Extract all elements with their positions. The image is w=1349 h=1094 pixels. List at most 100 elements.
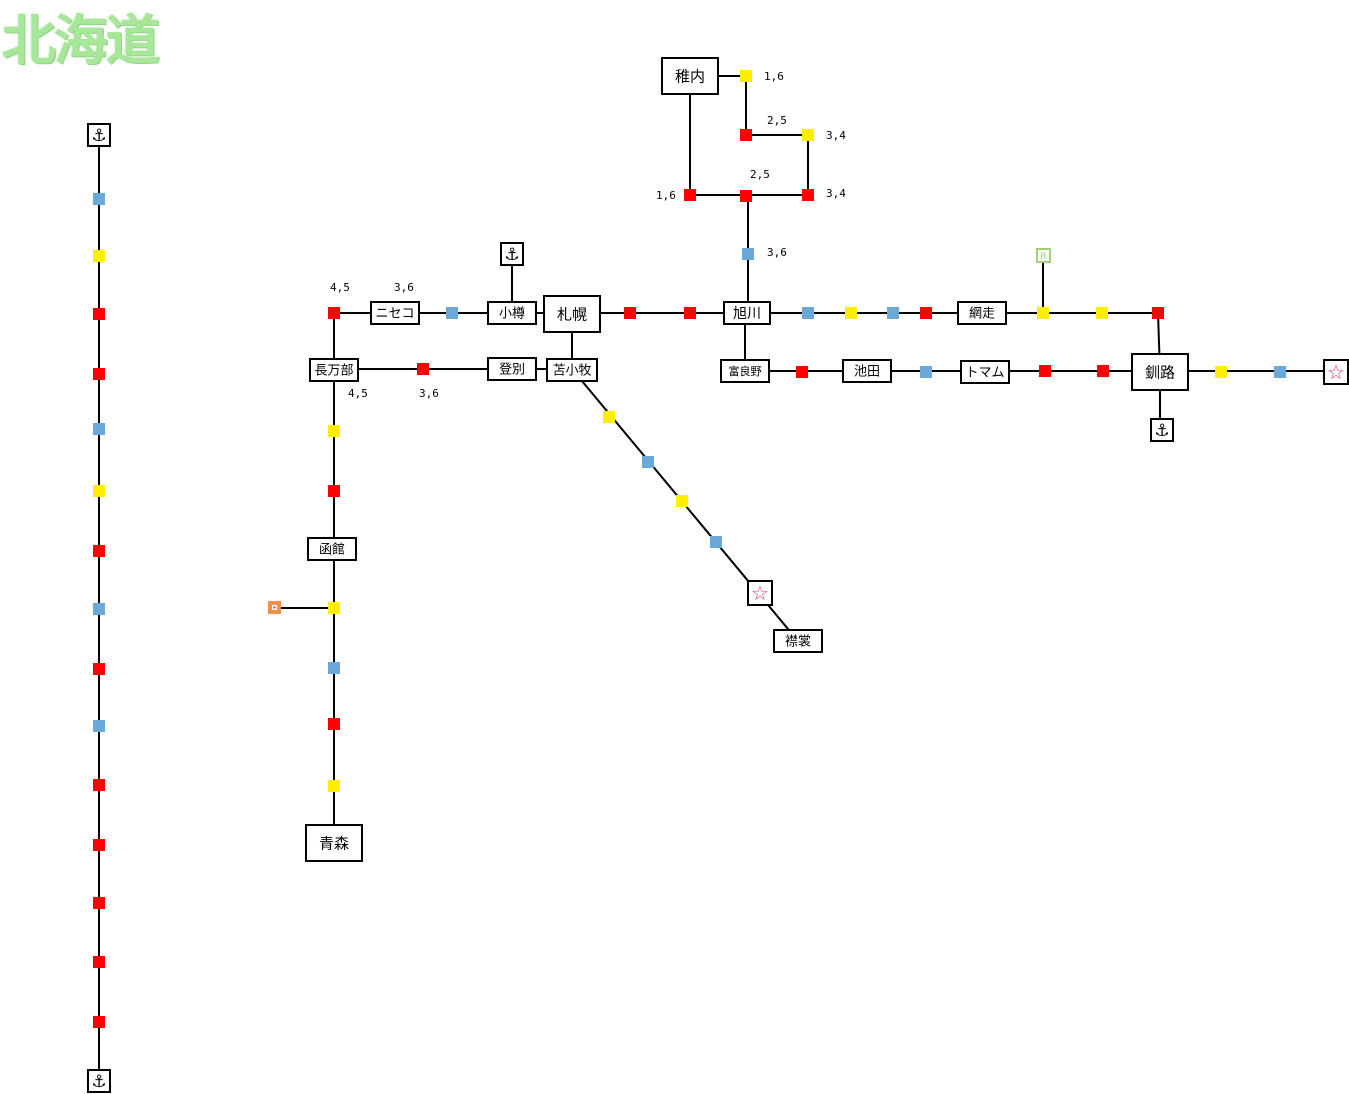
svg-text:☆: ☆ xyxy=(1327,360,1345,384)
station-sapporo[interactable]: 札幌 xyxy=(543,295,601,333)
dice-label: 1,6 xyxy=(656,189,676,202)
red-space[interactable] xyxy=(93,663,105,675)
red-space[interactable] xyxy=(1152,307,1164,319)
blue-space[interactable] xyxy=(710,536,722,548)
star-icon[interactable]: ☆ xyxy=(1323,359,1349,385)
blue-space[interactable] xyxy=(446,307,458,319)
station-hakodate[interactable]: 函館 xyxy=(307,537,357,561)
yellow-space[interactable] xyxy=(328,602,340,614)
r-marker-icon[interactable]: R xyxy=(1036,248,1051,263)
station-label: 長万部 xyxy=(314,364,353,379)
station-asahikawa[interactable]: 旭川 xyxy=(723,301,771,325)
red-space[interactable] xyxy=(740,129,752,141)
station-ikeda[interactable]: 池田 xyxy=(842,359,892,383)
station-kushiro[interactable]: 釧路 xyxy=(1131,353,1189,391)
station-niseko[interactable]: ニセコ xyxy=(370,301,420,325)
anchor-icon[interactable]: ⚓ xyxy=(87,123,111,147)
dice-label: 3,4 xyxy=(826,129,846,142)
yellow-space[interactable] xyxy=(802,129,814,141)
blue-space[interactable] xyxy=(93,193,105,205)
dice-label: 4,5 xyxy=(348,387,368,400)
blue-space[interactable] xyxy=(887,307,899,319)
blue-space[interactable] xyxy=(93,603,105,615)
station-label: 旭川 xyxy=(733,306,761,322)
svg-text:☆: ☆ xyxy=(751,581,769,605)
station-label: 青森 xyxy=(319,834,349,852)
blue-space[interactable] xyxy=(920,366,932,378)
red-space[interactable] xyxy=(93,839,105,851)
station-aomori[interactable]: 青森 xyxy=(305,824,363,862)
station-label: トマム xyxy=(965,366,1004,381)
dice-label: 3,6 xyxy=(419,387,439,400)
red-space[interactable] xyxy=(684,307,696,319)
yellow-space[interactable] xyxy=(1037,307,1049,319)
red-space[interactable] xyxy=(93,897,105,909)
yellow-space[interactable] xyxy=(676,495,688,507)
anchor-icon[interactable]: ⚓ xyxy=(1150,418,1174,442)
dice-label: 1,6 xyxy=(764,70,784,83)
yellow-space[interactable] xyxy=(328,425,340,437)
red-space[interactable] xyxy=(328,307,340,319)
red-space[interactable] xyxy=(684,189,696,201)
station-erimo[interactable]: 襟裳 xyxy=(773,629,823,653)
blue-space[interactable] xyxy=(93,423,105,435)
red-space[interactable] xyxy=(328,718,340,730)
dice-label: 4,5 xyxy=(330,281,350,294)
red-space[interactable] xyxy=(93,1016,105,1028)
red-space[interactable] xyxy=(93,308,105,320)
blue-space[interactable] xyxy=(93,720,105,732)
station-label: ニセコ xyxy=(375,307,414,322)
red-space[interactable] xyxy=(328,485,340,497)
red-space[interactable] xyxy=(93,956,105,968)
map-title: 北海道 xyxy=(2,9,160,72)
yellow-space[interactable] xyxy=(93,250,105,262)
yellow-space[interactable] xyxy=(1215,366,1227,378)
station-label: 富良野 xyxy=(729,364,762,378)
dice-label: 3,6 xyxy=(394,281,414,294)
station-label: 札幌 xyxy=(557,305,587,323)
station-label: 函館 xyxy=(319,543,345,558)
svg-text:R: R xyxy=(1040,252,1046,262)
red-space[interactable] xyxy=(796,366,808,378)
station-noboribetsu[interactable]: 登別 xyxy=(487,357,537,381)
yellow-space[interactable] xyxy=(603,411,615,423)
red-space[interactable] xyxy=(920,307,932,319)
blue-space[interactable] xyxy=(328,662,340,674)
red-space[interactable] xyxy=(93,368,105,380)
red-space[interactable] xyxy=(740,190,752,202)
station-abashiri[interactable]: 網走 xyxy=(957,301,1007,325)
blue-space[interactable] xyxy=(802,307,814,319)
dice-label: 2,5 xyxy=(767,114,787,127)
yellow-space[interactable] xyxy=(740,70,752,82)
red-space[interactable] xyxy=(1039,365,1051,377)
station-oshamambe[interactable]: 長万部 xyxy=(309,358,359,382)
red-space[interactable] xyxy=(93,779,105,791)
star-icon[interactable]: ☆ xyxy=(747,580,773,606)
blue-space[interactable] xyxy=(742,248,754,260)
station-wakkanai[interactable]: 稚内 xyxy=(661,57,719,95)
orange-marker-icon[interactable] xyxy=(268,601,281,614)
yellow-space[interactable] xyxy=(93,485,105,497)
anchor-icon[interactable]: ⚓ xyxy=(500,242,524,266)
station-tomamu[interactable]: トマム xyxy=(960,360,1010,384)
station-tomakomai[interactable]: 苫小牧 xyxy=(546,358,598,382)
red-space[interactable] xyxy=(1097,365,1109,377)
station-label: 池田 xyxy=(854,365,880,380)
station-otaru[interactable]: 小樽 xyxy=(487,301,537,325)
svg-text:⚓: ⚓ xyxy=(1154,421,1169,441)
red-space[interactable] xyxy=(802,189,814,201)
blue-space[interactable] xyxy=(642,456,654,468)
red-space[interactable] xyxy=(417,363,429,375)
svg-text:⚓: ⚓ xyxy=(91,1072,106,1092)
red-space[interactable] xyxy=(624,307,636,319)
station-furano[interactable]: 富良野 xyxy=(720,359,770,383)
yellow-space[interactable] xyxy=(1096,307,1108,319)
yellow-space[interactable] xyxy=(328,780,340,792)
station-label: 釧路 xyxy=(1145,363,1175,381)
dice-label: 2,5 xyxy=(750,168,770,181)
anchor-icon[interactable]: ⚓ xyxy=(87,1069,111,1093)
station-label: 稚内 xyxy=(675,67,705,85)
yellow-space[interactable] xyxy=(845,307,857,319)
blue-space[interactable] xyxy=(1274,366,1286,378)
red-space[interactable] xyxy=(93,545,105,557)
